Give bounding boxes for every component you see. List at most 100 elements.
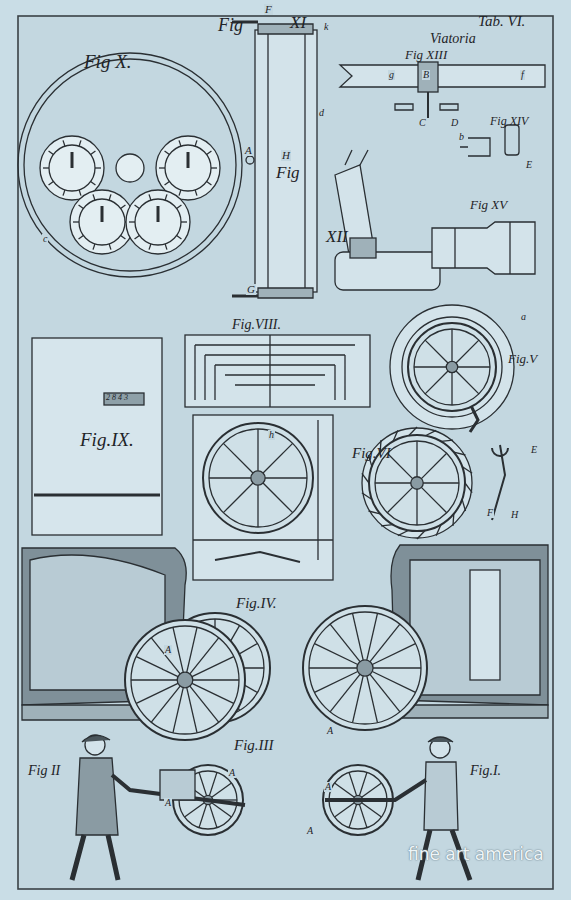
wheel <box>303 606 427 730</box>
stroke <box>109 194 111 200</box>
callout-letter: A <box>164 645 172 655</box>
spoke <box>309 667 357 668</box>
spoke <box>173 688 183 733</box>
spoke <box>257 485 258 527</box>
figure-label: Fig II <box>28 764 60 778</box>
spoke <box>458 366 490 367</box>
figure-label: 2 8 4 3 <box>106 394 128 402</box>
stroke <box>63 190 65 196</box>
callout-letter: A <box>326 726 334 736</box>
tooth <box>452 514 454 526</box>
callout-letter: B <box>422 70 430 80</box>
spoke <box>136 683 178 703</box>
stroke <box>129 221 135 222</box>
stroke <box>149 194 151 200</box>
dial <box>126 190 190 254</box>
figure-label: Fig <box>218 16 243 34</box>
spoke <box>362 783 382 797</box>
spoke <box>192 683 234 703</box>
stroke <box>135 199 181 245</box>
spoke <box>370 674 400 711</box>
callout-letter: H <box>281 150 291 161</box>
stroke <box>95 167 101 168</box>
stroke <box>79 199 125 245</box>
figure-label: XII <box>326 228 348 245</box>
stroke <box>49 151 54 155</box>
spoke <box>456 340 479 363</box>
stroke <box>181 221 187 222</box>
stroke <box>207 151 212 155</box>
callout-letter: A <box>228 768 236 778</box>
spoke <box>421 487 446 512</box>
stroke <box>414 329 490 405</box>
spoke <box>190 638 219 674</box>
spoke <box>192 657 234 677</box>
spoke <box>263 483 293 513</box>
spoke <box>263 443 293 473</box>
stroke <box>165 151 170 155</box>
stroke <box>91 151 96 155</box>
stroke <box>177 205 182 209</box>
stroke <box>309 612 421 724</box>
watermark: fine art america <box>408 846 544 863</box>
stroke <box>179 140 181 146</box>
spoke <box>193 679 239 680</box>
stroke <box>411 477 423 489</box>
spoke <box>367 613 378 660</box>
spoke <box>451 329 452 361</box>
stroke <box>211 167 217 168</box>
spoke <box>212 783 232 797</box>
stroke <box>195 140 197 146</box>
tooth <box>417 530 425 539</box>
callout-letter: h <box>268 430 275 440</box>
figure-label: Viatoria <box>430 32 476 46</box>
tooth <box>454 452 466 455</box>
spoke <box>370 624 400 661</box>
stroke <box>165 182 170 186</box>
spoke <box>362 803 382 817</box>
tooth <box>362 473 369 483</box>
callout-letter: A <box>324 782 332 792</box>
stroke <box>159 167 165 168</box>
callout-letter: C <box>418 118 427 128</box>
spoke <box>131 679 177 680</box>
stroke <box>131 626 239 734</box>
stroke <box>109 244 111 250</box>
stroke <box>177 672 193 688</box>
stroke <box>177 236 182 240</box>
stroke <box>49 145 95 191</box>
stroke <box>357 660 373 676</box>
callout-letter: H <box>510 510 519 520</box>
callout-letter: A <box>306 826 314 836</box>
spoke <box>187 627 197 672</box>
tooth <box>462 499 465 511</box>
spoke <box>190 686 219 722</box>
spoke <box>151 638 180 674</box>
wheel <box>408 323 496 411</box>
tooth <box>393 430 398 441</box>
stroke <box>251 471 265 485</box>
tooth <box>462 467 472 474</box>
spoke <box>416 489 417 525</box>
spoke <box>335 783 355 797</box>
callout-letter: G <box>246 284 256 295</box>
callout-letter: k <box>323 22 329 32</box>
stroke <box>446 361 457 372</box>
stroke <box>135 205 140 209</box>
tooth <box>369 511 381 514</box>
spoke <box>359 804 367 827</box>
spoke <box>335 803 355 817</box>
callout-letter: g <box>388 70 395 80</box>
stroke <box>165 145 211 191</box>
figure-label: Fig XV <box>470 198 507 211</box>
figure-label: Fig.IV. <box>236 596 277 611</box>
spoke <box>367 676 378 723</box>
spoke <box>375 482 411 483</box>
spoke <box>425 371 448 394</box>
callout-letter: A <box>164 798 172 808</box>
stroke <box>73 221 79 222</box>
spoke <box>315 644 358 665</box>
spoke <box>416 441 417 477</box>
figure-label: Fig.V <box>508 352 537 365</box>
tooth <box>425 430 436 435</box>
